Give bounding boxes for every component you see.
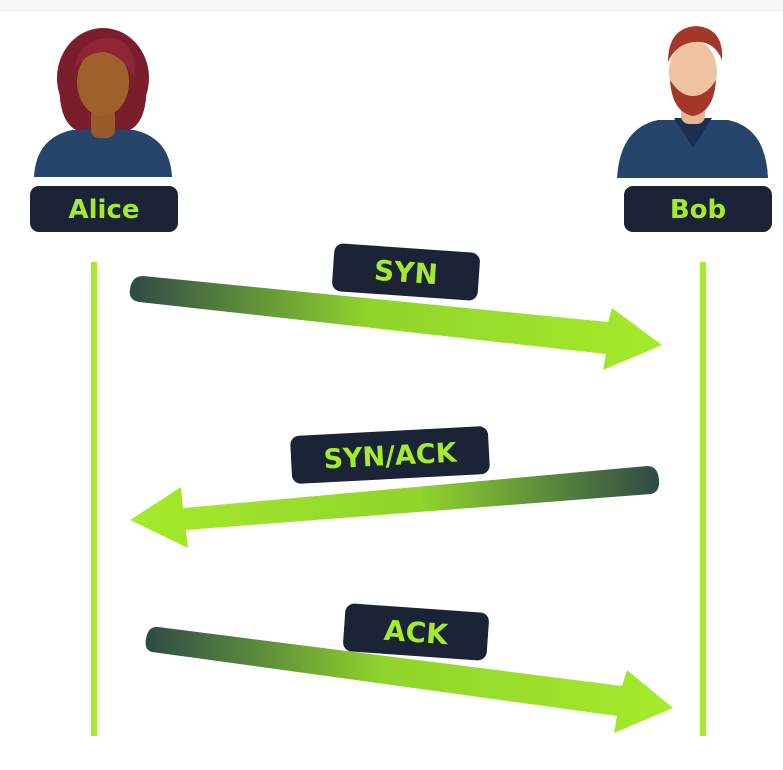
top-divider: [0, 0, 783, 11]
syn-label: SYN: [373, 254, 439, 291]
bob-name: Bob: [670, 195, 726, 225]
alice-lifeline: [91, 262, 97, 736]
syn-label-pill: SYN: [332, 243, 480, 301]
bob-label-pill: Bob: [624, 186, 772, 232]
syn-ack-label-pill: SYN/ACK: [290, 426, 490, 484]
syn-arrow: [129, 276, 662, 370]
ack-label: ACK: [383, 614, 450, 651]
alice-name: Alice: [69, 195, 140, 225]
ack-label-pill: ACK: [343, 603, 489, 661]
syn-ack-label: SYN/ACK: [323, 437, 459, 475]
syn-ack-arrow: [130, 466, 660, 548]
bob-avatar-icon: [617, 26, 768, 178]
alice-avatar-icon: [34, 28, 172, 177]
bob-lifeline: [700, 262, 706, 736]
ack-arrow: [145, 626, 674, 733]
alice-label-pill: Alice: [30, 186, 178, 232]
